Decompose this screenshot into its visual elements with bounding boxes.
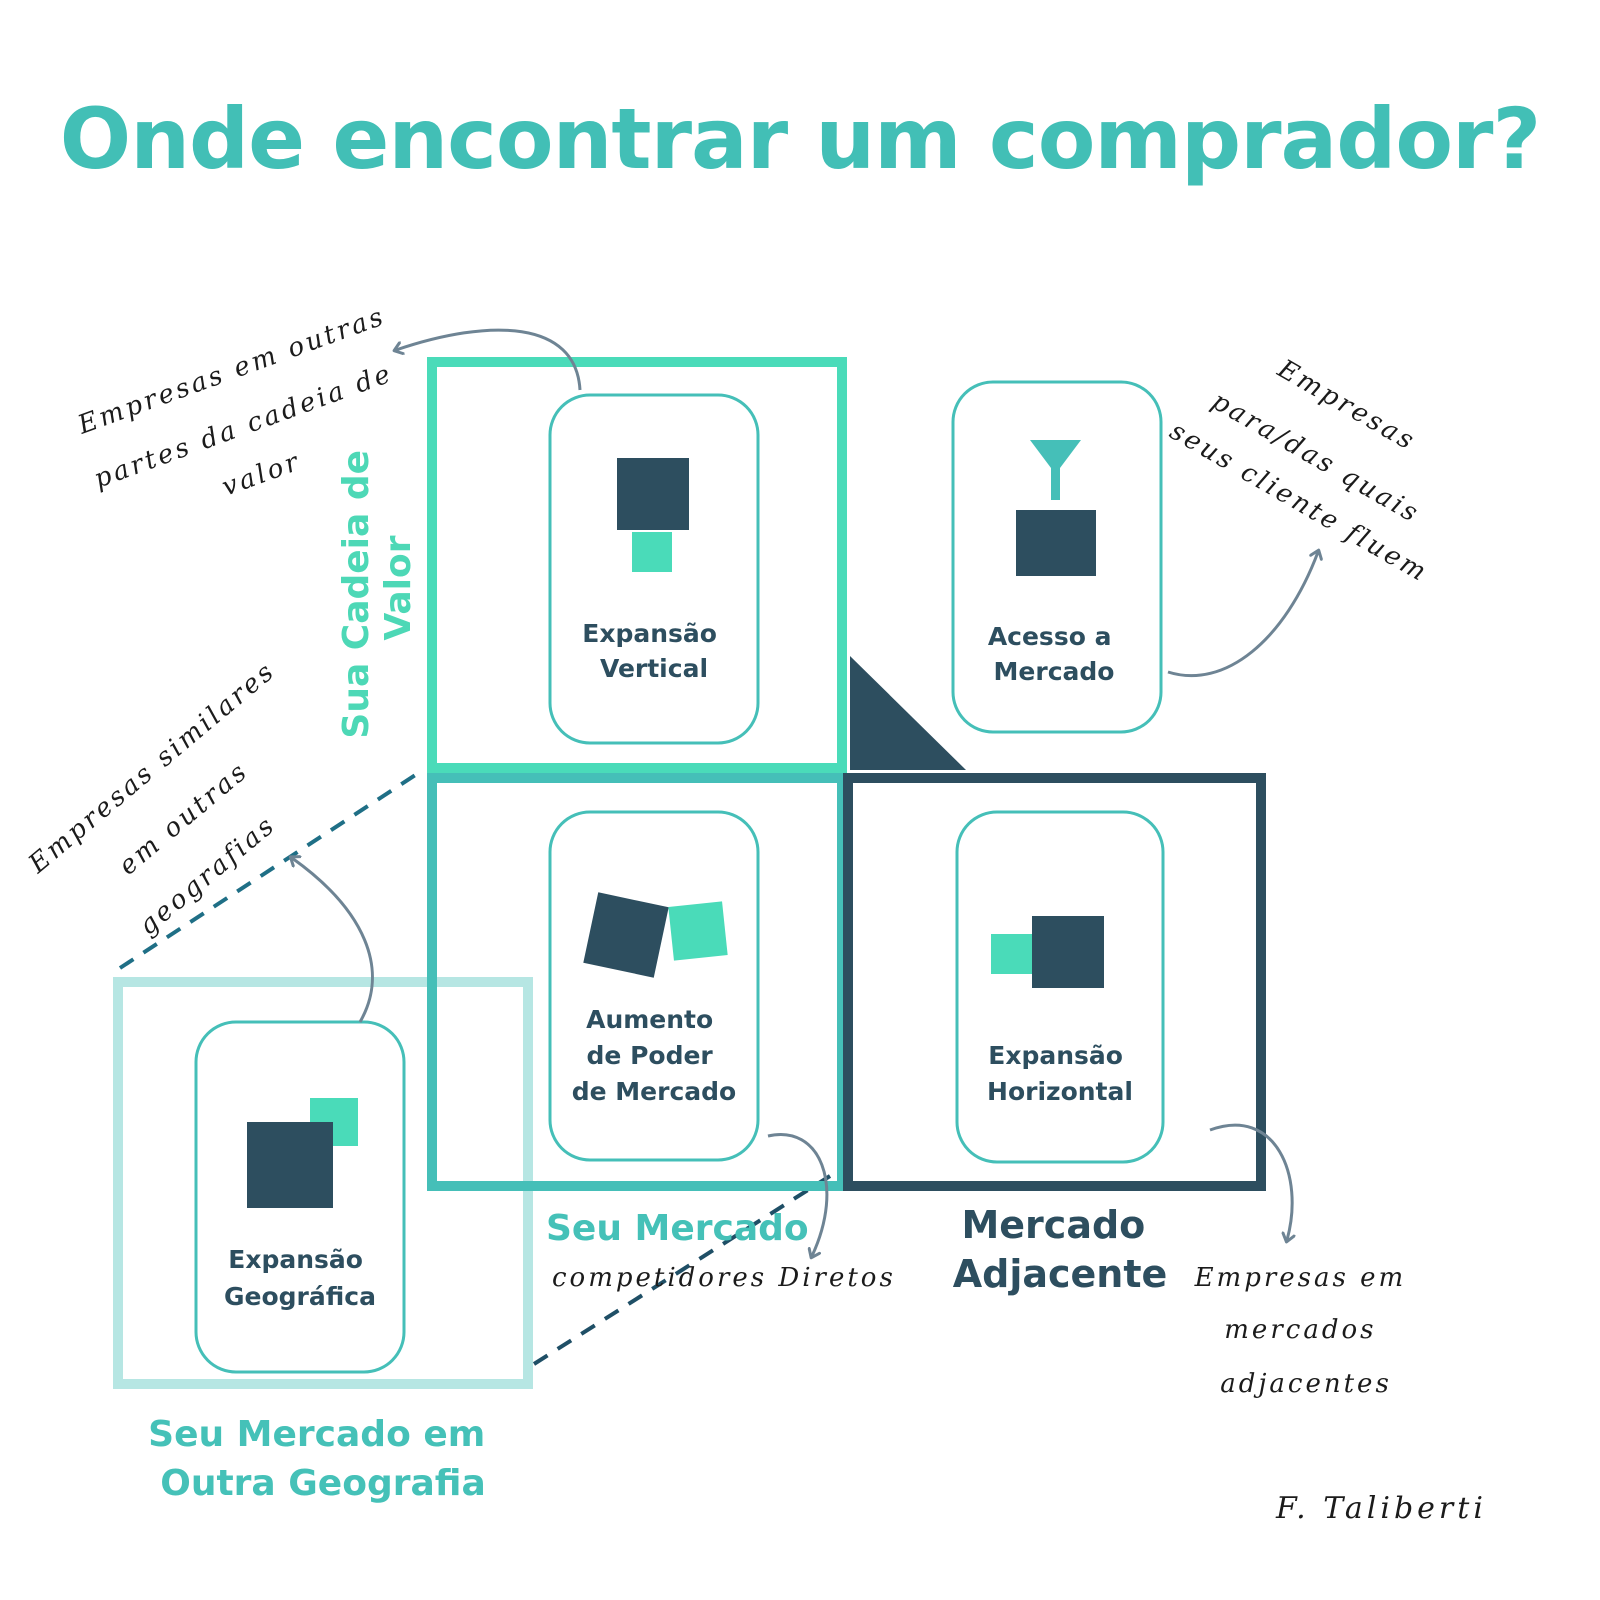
zone-frame-value-chain: [427, 357, 847, 773]
arrow-to-geography-note: [292, 858, 374, 1023]
card-label-power: Aumento de Poder de Mercado: [572, 1005, 736, 1106]
note-competitors: competidores Diretos: [552, 1263, 896, 1293]
arrow-to-customers-note: [1167, 552, 1318, 678]
signature: F. Taliberti: [1275, 1491, 1487, 1526]
card-acesso-mercado: Acesso a Mercado: [951, 380, 1163, 734]
funnel-icon: [1016, 440, 1096, 576]
zone-label-value-chain: Sua Cadeia de Valor: [336, 437, 419, 738]
card-expansao-vertical: Expansão Vertical: [548, 393, 760, 745]
tilted-squares-icon: [583, 892, 728, 978]
card-expansao-geografica: Expansão Geográfica: [194, 1020, 406, 1374]
note-value-chain-line3: valor: [218, 446, 305, 502]
dashed-guide-upper: [118, 770, 422, 970]
zone-frame-your-market: [427, 773, 847, 1191]
square-beside-icon: [991, 916, 1104, 988]
card-label-vertical: Expansão Vertical: [582, 619, 725, 683]
square-below-icon: [617, 458, 689, 572]
zone-label-other-geography: Seu Mercado em Outra Geografia: [148, 1414, 498, 1504]
overlapping-squares-icon: [247, 1098, 358, 1208]
arrow-to-value-chain-note: [396, 328, 582, 391]
card-label-geographic: Expansão Geográfica: [224, 1245, 376, 1311]
zone-label-your-market: Seu Mercado: [546, 1208, 809, 1249]
card-label-horizontal: Expansão Horizontal: [987, 1041, 1133, 1106]
note-adjacent: Empresas em mercados adjacentes: [1194, 1263, 1418, 1399]
card-aumento-poder: Aumento de Poder de Mercado: [548, 810, 760, 1162]
arrow-to-competitors-note: [767, 1133, 829, 1256]
zone-frame-adjacent-market: [843, 773, 1266, 1191]
corner-triangle: [850, 656, 966, 770]
card-label-access: Acesso a Mercado: [988, 622, 1120, 686]
card-expansao-horizontal: Expansão Horizontal: [955, 810, 1165, 1164]
arrow-to-adjacent-note: [1209, 1123, 1292, 1240]
zone-label-adjacent-market: Mercado Adjacente: [953, 1203, 1168, 1296]
dashed-guide-lower: [532, 1174, 832, 1366]
page-title: Onde encontrar um comprador?: [60, 90, 1540, 188]
